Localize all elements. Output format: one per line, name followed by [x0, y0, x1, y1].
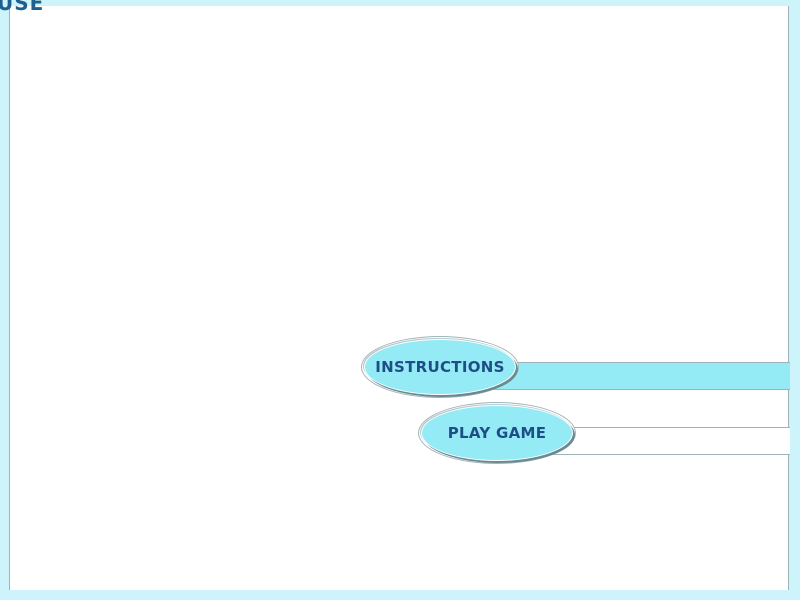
play-game-button[interactable]: PLAY GAME: [421, 405, 573, 461]
game-title-fragment: USE: [0, 0, 45, 15]
instructions-label: INSTRUCTIONS: [375, 358, 505, 376]
play-game-label: PLAY GAME: [447, 424, 547, 442]
game-stage: [9, 6, 789, 590]
instructions-button[interactable]: INSTRUCTIONS: [364, 339, 516, 395]
